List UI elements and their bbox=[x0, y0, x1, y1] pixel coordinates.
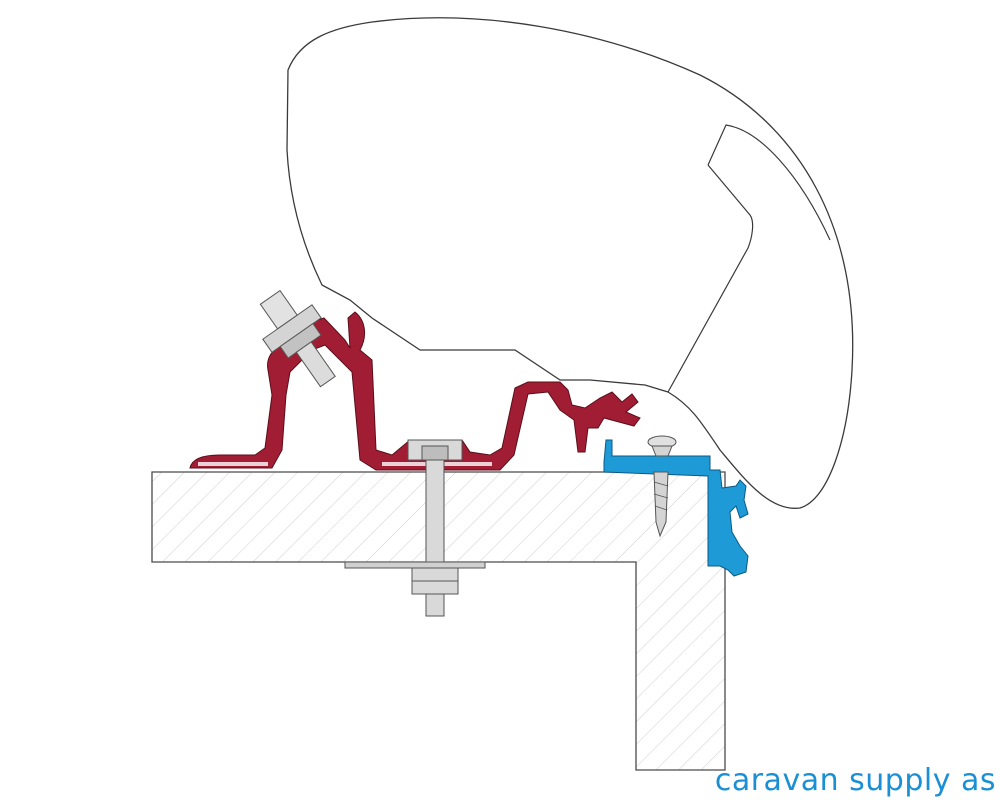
wood-screw bbox=[647, 435, 677, 538]
through-bolt bbox=[344, 439, 486, 617]
clamp-bolt bbox=[259, 289, 336, 388]
wall-rail-profile bbox=[603, 439, 749, 577]
vehicle-wall-section bbox=[151, 471, 726, 771]
caravan-supply-watermark: caravan supply as bbox=[714, 763, 996, 798]
awning-cassette bbox=[286, 17, 854, 509]
